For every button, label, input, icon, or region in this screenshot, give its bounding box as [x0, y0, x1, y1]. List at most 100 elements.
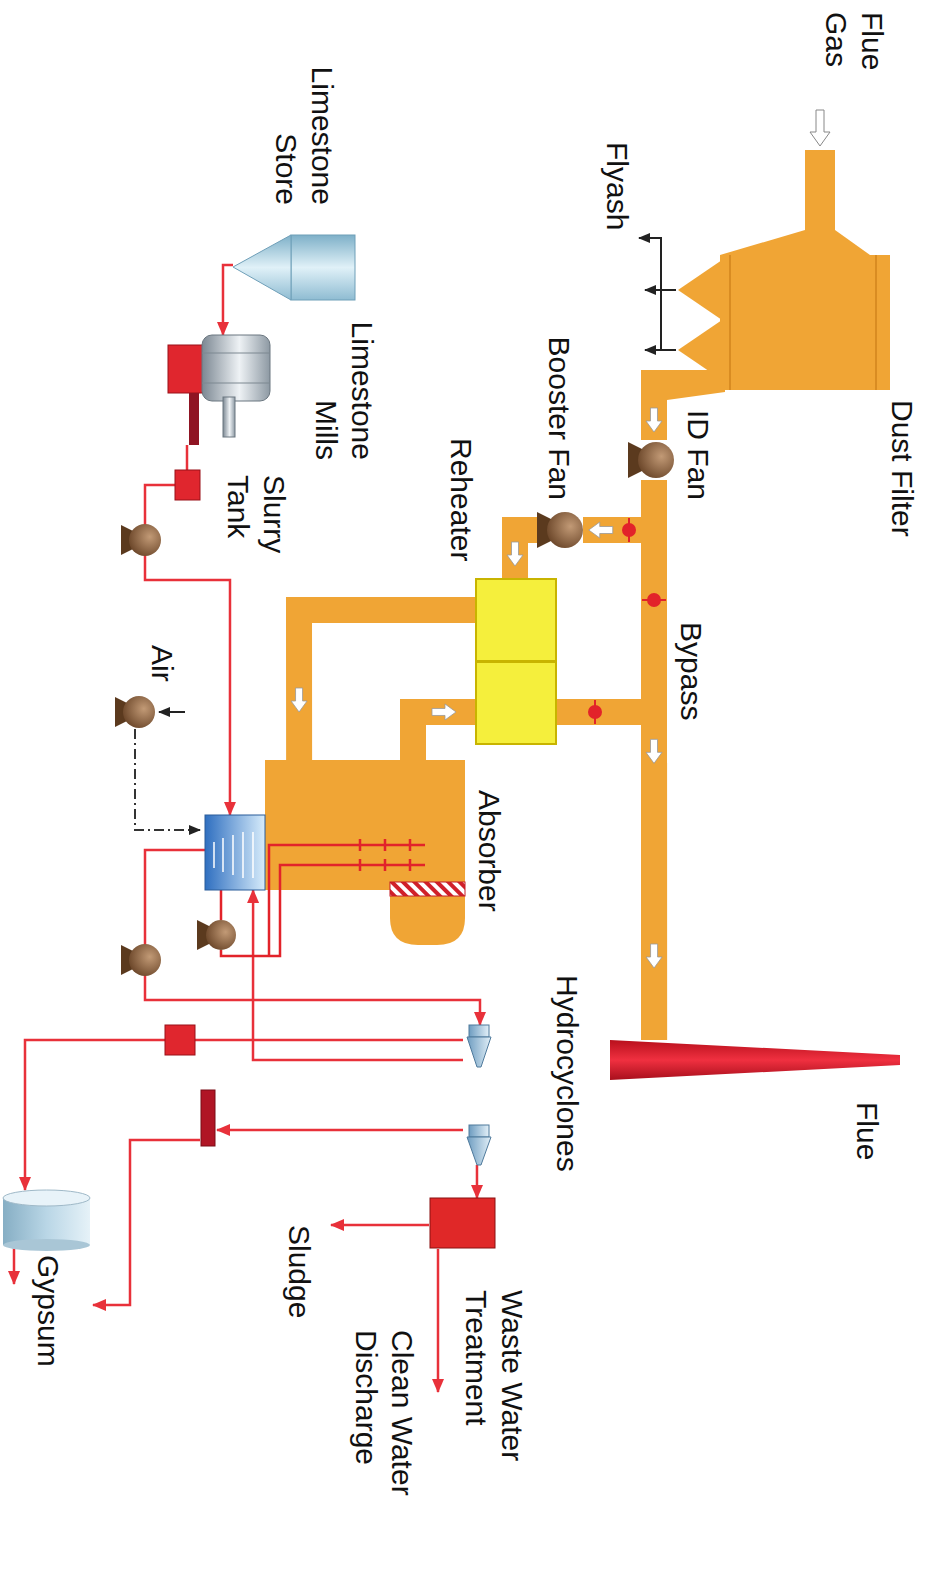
gypsum-dewatering-part — [165, 1025, 195, 1055]
gas-duct — [413, 712, 475, 760]
air-blower-part — [135, 729, 200, 830]
air-blower-part — [115, 696, 155, 728]
limestone-mill-shape-part — [202, 335, 270, 401]
flue-stack-shape — [610, 1040, 900, 1080]
hydrocyclone-shape-part-part — [467, 1037, 491, 1067]
reheater-shape-part — [476, 579, 556, 661]
flow-arrow — [291, 688, 307, 712]
hydrocyclone-shape-part-part — [469, 1125, 489, 1137]
sludge-label: Sludge — [281, 1225, 317, 1318]
slurry-tank-label: Slurry Tank — [220, 475, 292, 575]
gypsum-dewatering-part — [217, 1129, 463, 1132]
flyash-discharge — [639, 238, 676, 350]
gypsum-store-shape-part — [3, 1190, 90, 1206]
dust-filter-shape-part — [729, 255, 731, 390]
gas-duct — [641, 400, 667, 440]
flow-arrow — [646, 739, 662, 763]
absorber-shape — [205, 760, 465, 890]
flue-stack-shape-part — [610, 1040, 900, 1080]
absorber-shape-part-part — [252, 832, 254, 878]
hydrocyclone: Hydrocyclones — [463, 1025, 495, 1165]
discharge-label: Clean Water Discharge — [348, 1330, 420, 1570]
waste-water-treatment: Waste Water Treatment — [430, 1198, 495, 1248]
bleed-pump — [121, 944, 161, 976]
reheater-shape — [475, 578, 557, 745]
air-blower-part-part — [123, 696, 155, 728]
reheater: Reheater — [475, 578, 557, 745]
limestone-mill-shape-part — [202, 383, 270, 384]
flow-arrow — [646, 944, 662, 968]
dust-filter-shape-part — [678, 260, 722, 320]
slurry-pump-part — [129, 524, 161, 556]
dust-filter-shape — [640, 230, 890, 400]
gypsum-store-shape-part — [3, 1239, 90, 1251]
limestone-mill-shape-part — [189, 393, 199, 445]
absorber-shape-part — [265, 760, 465, 890]
limestone-mill-shape — [165, 335, 275, 445]
absorber-shape-part — [390, 882, 465, 896]
dust-filter-label: Dust Filter — [884, 400, 920, 537]
booster-fan: Booster Fan — [537, 510, 583, 550]
connector-group — [25, 265, 654, 1198]
dust-filter-shape-part — [641, 370, 725, 400]
hydrocyclone-shape-part — [467, 1025, 491, 1165]
absorber-shape-part — [205, 815, 265, 890]
limestone-mill-shape-part — [202, 353, 270, 354]
limestone-mill-shape-part — [223, 397, 235, 437]
slurry-tank-shape — [175, 470, 200, 500]
flow-arrow — [432, 704, 456, 720]
absorber-shape-part-part — [213, 842, 215, 868]
reheater-shape-part — [476, 662, 556, 744]
waste-water-treatment-shape-part — [430, 1198, 495, 1248]
dust-filter-shape-part — [720, 255, 890, 390]
absorber-shape-part — [214, 832, 253, 878]
gypsum-dewatering-part — [201, 1090, 215, 1146]
gypsum-dewatering-part — [93, 1140, 200, 1305]
air-blower — [115, 696, 200, 830]
reheater-label: Reheater — [443, 438, 479, 561]
booster-fan-shape-part — [547, 512, 583, 548]
bleed-pump-part — [129, 944, 161, 976]
edge-label: Bypass — [673, 618, 709, 724]
id-fan-label: ID Fan — [680, 410, 716, 500]
flow-arrow — [646, 408, 662, 432]
id-fan-shape-part — [638, 442, 674, 478]
limestone-mill: Limestone Mills — [165, 335, 275, 445]
damper-valve-part — [622, 523, 636, 537]
hydrocyclone-shape — [463, 1025, 495, 1165]
gypsum-store: Gypsum — [3, 1190, 90, 1245]
flow-arrow — [589, 522, 613, 538]
air-blower-part — [159, 711, 185, 713]
outlet-arrow-part — [13, 1246, 16, 1284]
damper-valve — [588, 518, 666, 724]
slurry-pipe — [476, 1165, 479, 1198]
limestone-store-shape-part — [233, 235, 291, 300]
hydrocyclone-shape-part-part — [469, 1025, 489, 1037]
flue-gas-inlet-part — [805, 150, 835, 234]
damper-valve-part — [647, 593, 661, 607]
absorber-shape-part-part — [222, 838, 224, 872]
damper-valve-part — [588, 705, 602, 719]
slurry-pipe — [25, 1040, 463, 1190]
limestone-store-shape — [233, 235, 360, 300]
absorber-shape-part-part — [232, 835, 234, 875]
outlet-arrow-part — [331, 1224, 429, 1227]
dust-filter: Dust Filter — [640, 230, 890, 400]
hydrocyclone-shape-part-part — [467, 1137, 491, 1165]
absorber: Absorber — [205, 760, 465, 890]
gas-duct — [583, 480, 654, 530]
dust-filter-shape-part — [720, 230, 870, 255]
booster-fan-shape — [537, 510, 583, 550]
limestone-store: Limestone Store — [233, 235, 360, 300]
slurry-pump — [121, 524, 161, 556]
booster-fan-label: Booster Fan — [541, 330, 577, 500]
absorber-shape-part-part — [242, 832, 244, 878]
slurry-tank-shape-part — [175, 470, 200, 500]
slurry-tank: Slurry Tank — [175, 470, 200, 500]
waste-water-treatment-label: Waste Water Treatment — [458, 1290, 530, 1510]
gypsum-dewatering — [93, 1025, 463, 1305]
gypsum-store-label: Gypsum — [30, 1255, 66, 1367]
absorber-shape-part-part — [206, 920, 236, 950]
absorber-shape-part-part — [337, 839, 425, 871]
